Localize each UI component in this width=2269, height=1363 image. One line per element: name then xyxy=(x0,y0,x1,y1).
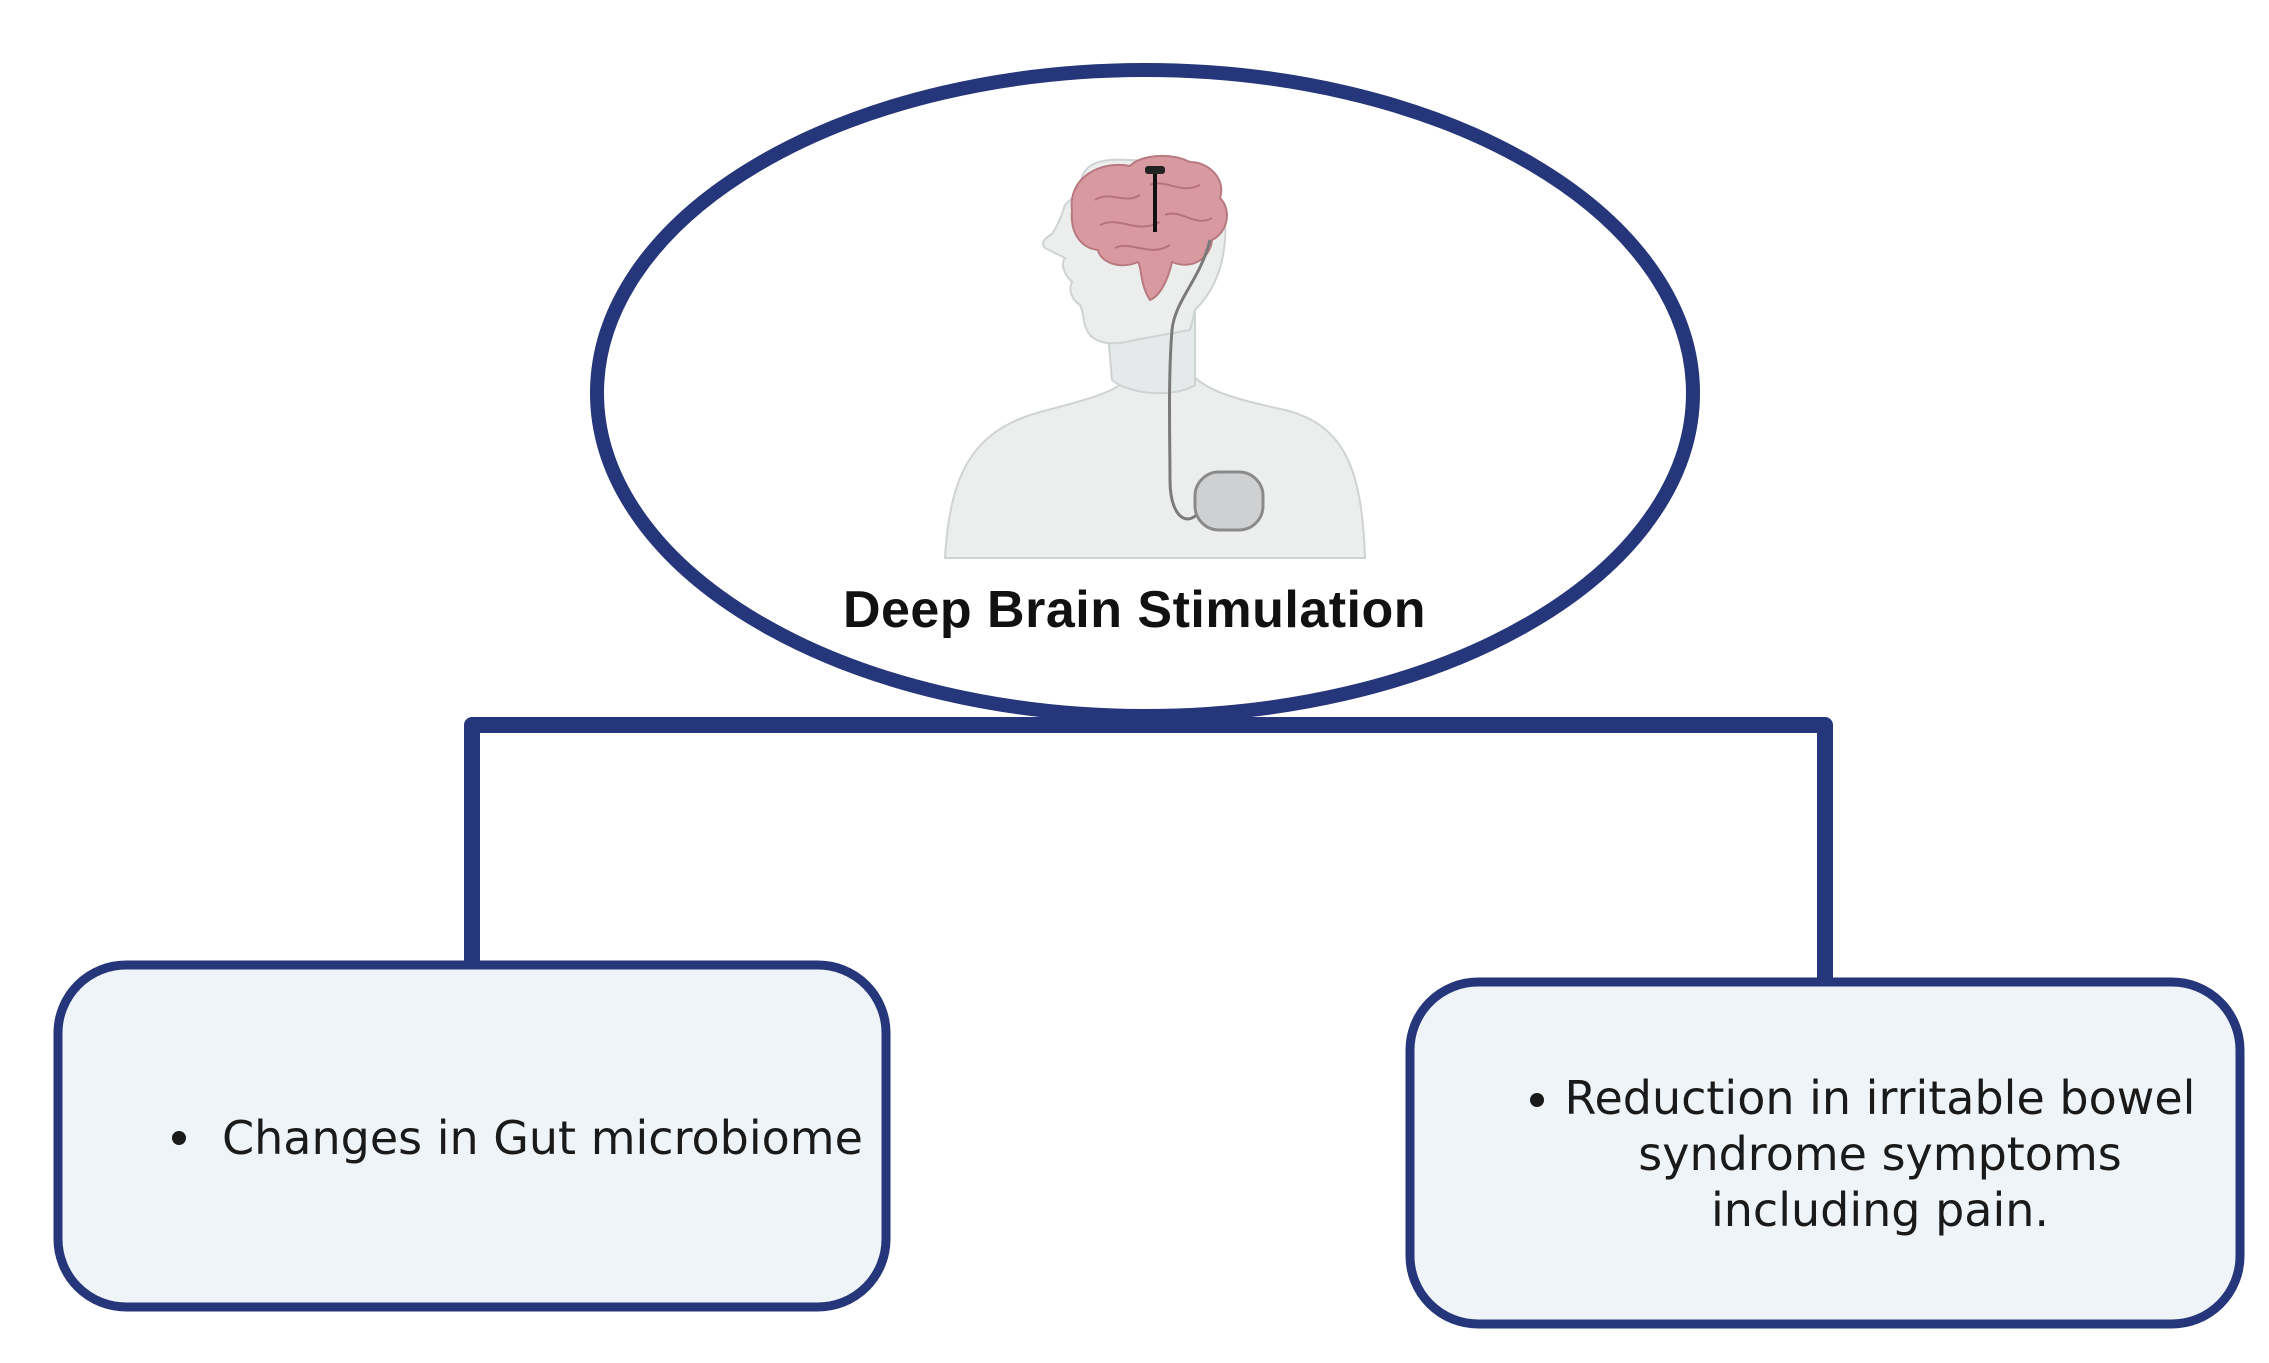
box-right-text: Reduction in irritable bowel syndrome sy… xyxy=(1564,1071,2196,1237)
root-title: Deep Brain Stimulation xyxy=(842,581,1427,639)
connector-left xyxy=(464,717,1145,965)
lead-wire xyxy=(1168,239,1212,521)
electrode-cap xyxy=(1145,166,1165,174)
box-left xyxy=(53,960,891,1312)
connector-right xyxy=(1145,717,1833,982)
box-left-text: Changes in Gut microbiome xyxy=(222,1111,863,1165)
dbs-patient-illustration xyxy=(943,154,1367,559)
pulse-generator-icon xyxy=(1193,470,1265,532)
bullet-dot xyxy=(172,1131,186,1145)
bullet-dot xyxy=(1530,1093,1544,1107)
connector xyxy=(464,717,1833,982)
box-right xyxy=(1405,977,2245,1329)
